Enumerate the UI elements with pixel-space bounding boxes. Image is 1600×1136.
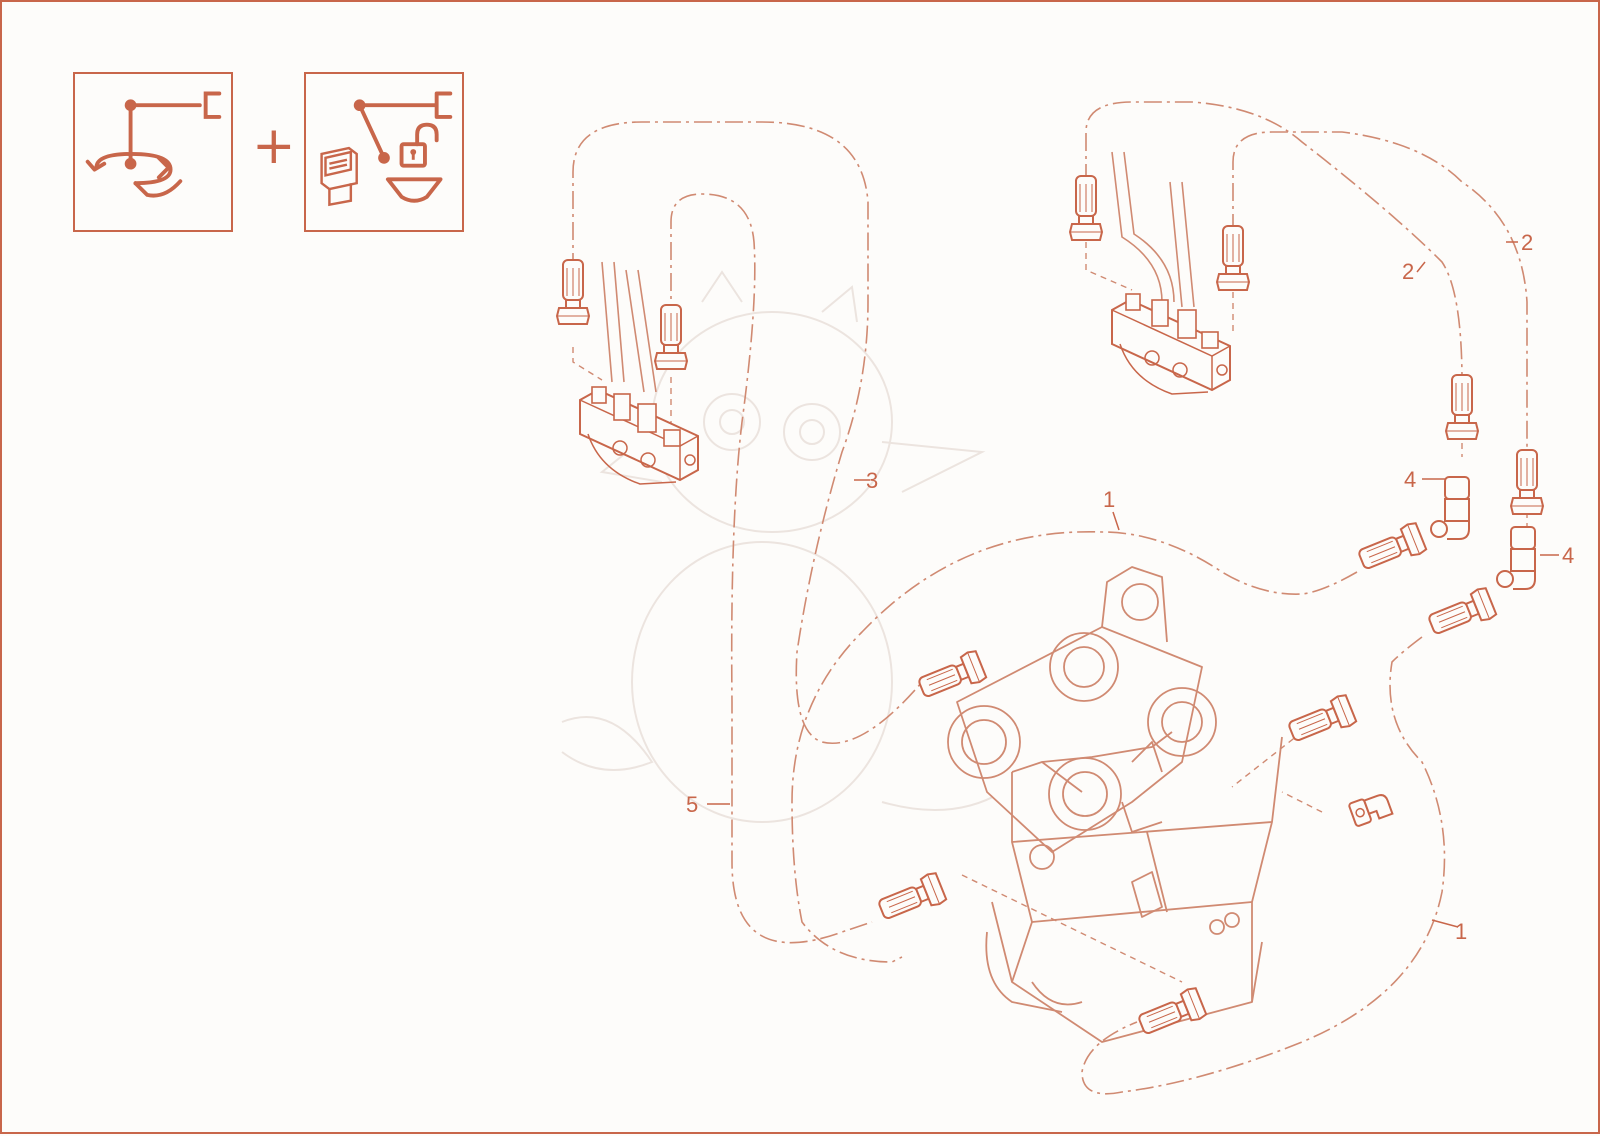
elbow-fitting-left <box>1430 476 1470 540</box>
hose-2-left-top-fitting <box>1069 175 1103 241</box>
hose-1-lower-path <box>1081 636 1446 1095</box>
quick-coupler-lock-function-icon <box>304 72 464 232</box>
callout-5: 5 <box>686 792 698 817</box>
hose-2-right-path <box>1232 131 1528 462</box>
hose-2-left-bottom-fitting <box>1445 374 1479 440</box>
rigid-pipes-right <box>1111 151 1195 308</box>
callout-1-lower: 1 <box>1455 919 1467 944</box>
background-character-sketch <box>561 270 1003 823</box>
hose-3-path <box>572 121 923 744</box>
connection-leaders <box>572 242 1528 983</box>
hose-coupler-right-fitting <box>1284 692 1358 749</box>
hose-1-upper-end-fitting <box>1354 520 1428 577</box>
callout-2-left: 2 <box>1402 259 1414 284</box>
callout-4-right: 4 <box>1562 543 1574 568</box>
rigid-pipes-left <box>601 261 657 393</box>
lock-switch-icon <box>320 91 453 207</box>
hose-1-upper-path <box>791 530 1358 963</box>
hose-paths <box>572 101 1528 1095</box>
hose-1-lower-end-fitting <box>1424 585 1498 642</box>
hose-5-coupler-fitting <box>874 870 948 927</box>
hose-2-right-bottom-fitting <box>1510 449 1544 515</box>
callout-4-left: 4 <box>1404 467 1416 492</box>
hose-2-left-path <box>1085 101 1463 383</box>
hose-3-top-fitting <box>556 259 590 325</box>
valve-block-right-ports <box>1125 293 1219 349</box>
elbow-fitting-right <box>1496 526 1536 590</box>
callout-2-right: 2 <box>1521 230 1533 255</box>
hose-2-right-top-fitting <box>1216 225 1250 291</box>
valve-block-left-ports <box>591 386 681 447</box>
hose-1-coupler-fitting <box>1134 985 1208 1042</box>
rotation-icon <box>85 91 222 198</box>
rotator-function-icon <box>73 72 233 232</box>
quick-coupler <box>947 566 1283 1043</box>
plus-sign: + <box>252 116 296 176</box>
callout-3: 3 <box>866 468 878 493</box>
hose-5-top-fitting <box>654 304 688 370</box>
callout-1-upper: 1 <box>1103 487 1115 512</box>
coupler-port-elbow <box>1347 790 1394 828</box>
callout-leaders <box>707 241 1559 928</box>
hose-5-path <box>670 193 873 944</box>
